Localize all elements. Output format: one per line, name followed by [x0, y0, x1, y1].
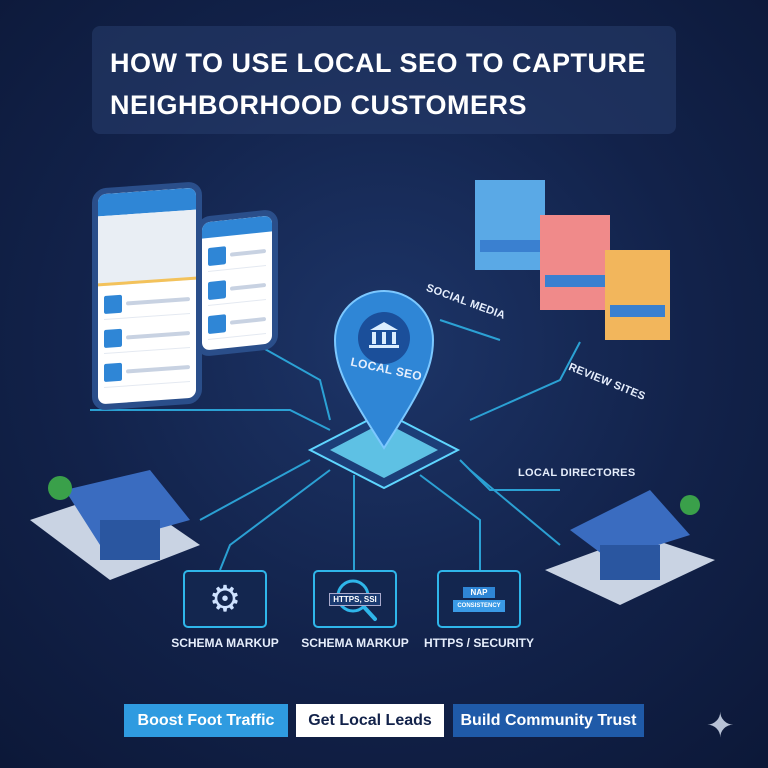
location-pin-icon — [333, 290, 435, 450]
line-left — [90, 409, 331, 431]
bank-icon — [369, 322, 399, 348]
sparkle-icon: ✦ — [706, 707, 735, 745]
consistency-tag: CONSISTENCY — [453, 599, 505, 612]
feature-label-2: SCHEMA MARKUP — [301, 636, 409, 650]
page-title: HOW TO USE LOCAL SEO TO CAPTURE NEIGHBOR… — [110, 48, 647, 120]
build-community-trust-button[interactable]: Build Community Trust — [453, 704, 644, 737]
label-local-directories: LOCAL DIRECTORES — [518, 467, 636, 479]
line-feat1 — [219, 469, 331, 571]
center-platform — [307, 410, 461, 490]
storefront-buildings — [475, 180, 670, 340]
map-view — [98, 209, 196, 287]
feature-label-1: SCHEMA MARKUP — [171, 636, 279, 650]
title-box: HOW TO USE LOCAL SEO TO CAPTURE NEIGHBOR… — [92, 26, 676, 134]
feature-https: HTTPS, SSI — [313, 570, 397, 628]
https-tag: HTTPS, SSI — [329, 592, 381, 606]
left-house — [30, 470, 200, 580]
right-house — [545, 490, 715, 605]
line-right-house — [469, 469, 561, 546]
gear-icon: ⚙ — [208, 578, 242, 619]
line-feat3 — [419, 474, 481, 570]
get-local-leads-button[interactable]: Get Local Leads — [296, 704, 444, 737]
line-social — [439, 319, 501, 341]
feature-nap: NAP CONSISTENCY — [437, 570, 521, 628]
line-review — [469, 341, 581, 421]
phone-business-profile — [196, 208, 278, 358]
phone-maps — [92, 181, 202, 411]
feature-label-3: HTTPS / SECURITY — [423, 636, 534, 650]
feature-schema-markup: ⚙ — [183, 570, 267, 628]
nap-cards-icon: NAP — [462, 586, 496, 598]
line-left-house — [199, 459, 311, 521]
line-phone — [239, 334, 331, 421]
boost-foot-traffic-button[interactable]: Boost Foot Traffic — [124, 704, 288, 737]
